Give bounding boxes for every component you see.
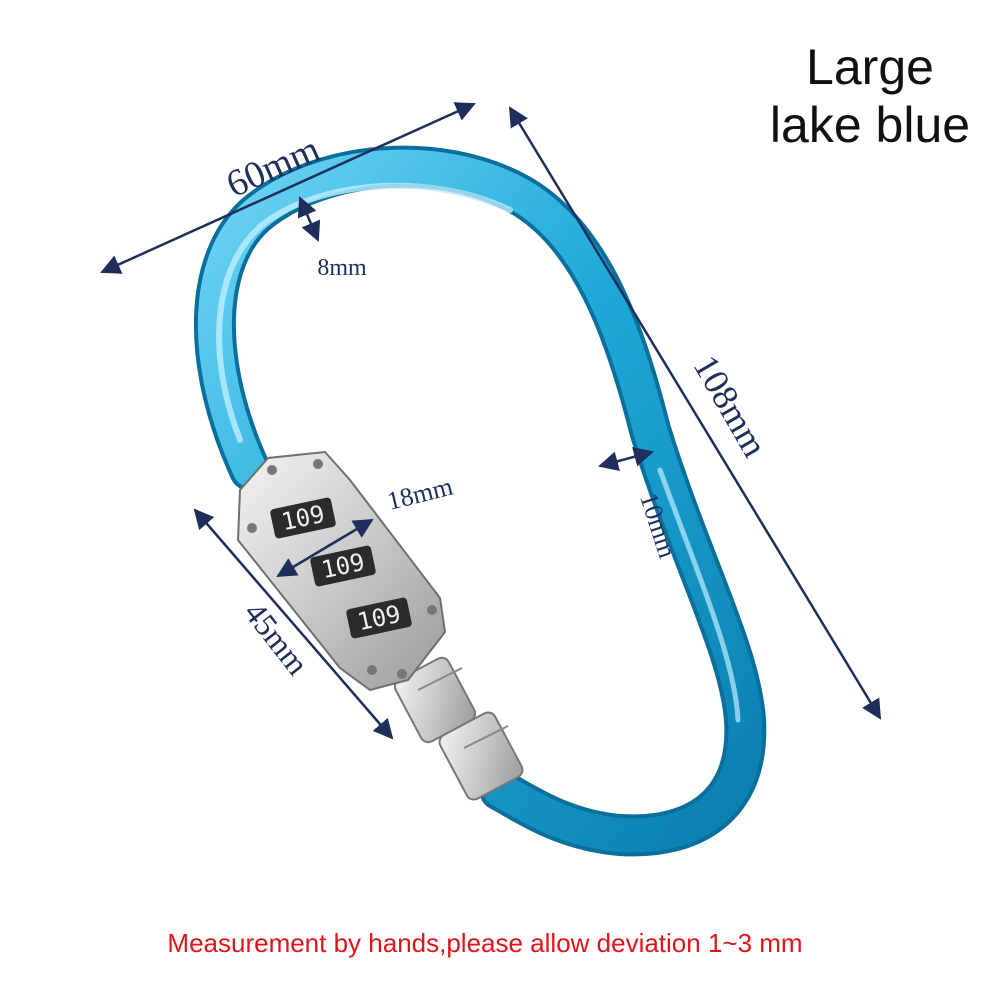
color-label: lake blue — [769, 97, 971, 153]
tube-side-dimension-line — [598, 447, 654, 471]
height-dimension-line — [508, 106, 882, 720]
screw-sleeve — [393, 656, 524, 801]
height-label: 108mm — [686, 348, 776, 463]
tube-top-label: 8mm — [317, 255, 367, 281]
lock-length-dimension-line — [193, 508, 394, 740]
width-dimension-line — [100, 102, 476, 274]
lock-width-label: 18mm — [384, 472, 455, 516]
product-variant-title: Large lake blue — [740, 38, 1000, 154]
measurement-notice: Measurement by hands,please allow deviat… — [167, 928, 803, 958]
tube-top-dimension-line — [297, 196, 321, 242]
dimension-lines — [100, 102, 882, 740]
size-label: Large — [806, 39, 934, 95]
